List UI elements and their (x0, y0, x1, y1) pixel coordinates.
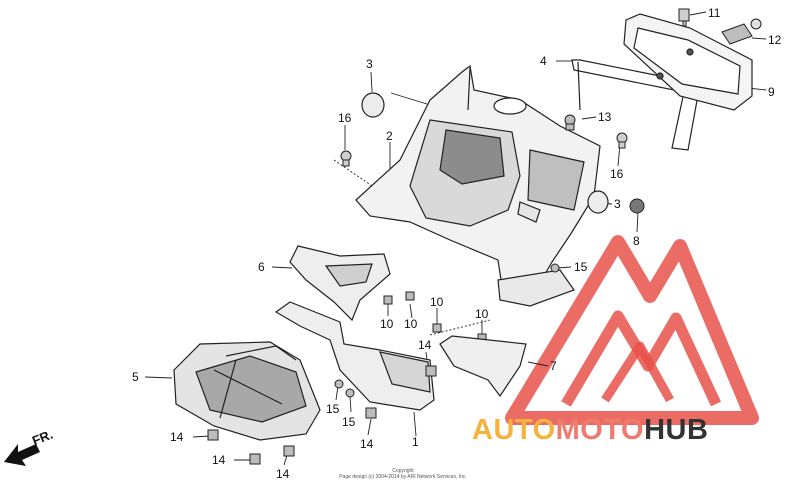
callout-15-c: 15 (342, 415, 356, 429)
watermark-word-moto: MOTO (555, 414, 645, 446)
callout-1: 1 (412, 435, 419, 449)
callout-14-a: 14 (170, 430, 184, 444)
callout-14-b: 14 (212, 453, 226, 467)
callout-15-a: 15 (574, 260, 588, 274)
lock-part12-icon (721, 18, 762, 45)
screw-part16-right-icon (616, 132, 628, 149)
callout-3-right: 3 (614, 197, 621, 211)
screw-part14-icon (207, 365, 437, 465)
screw-part15-icon (334, 263, 560, 398)
seal-strip-part4 (571, 59, 701, 151)
bracket-cover-part6 (289, 245, 391, 322)
watermark-word-hub: HUB (644, 414, 709, 446)
callout-9: 9 (768, 85, 775, 99)
watermark-logo-icon (505, 235, 759, 425)
watermark-brand: AUTOMOTOHUB (472, 414, 708, 447)
copyright-line2: Page design (c) 2004-2014 by ARI Network… (339, 474, 467, 480)
callout-14-c: 14 (276, 467, 290, 481)
screw-part16-left-icon (340, 150, 352, 167)
callout-2: 2 (386, 129, 393, 143)
clip-part10-icon (383, 291, 487, 343)
callout-16-a: 16 (338, 111, 352, 125)
plug-part3-left-icon (361, 92, 385, 118)
clip-part11-icon (678, 8, 690, 27)
lower-cover-part1 (274, 301, 435, 411)
front-direction-arrow-icon (4, 444, 40, 466)
watermark-word-auto: AUTO (472, 414, 556, 446)
side-cover-part7 (439, 335, 527, 398)
plug-part3-right-icon (587, 190, 609, 214)
copyright-line1: Copyright (392, 468, 414, 474)
undertray-part5 (173, 341, 321, 441)
copyright-notice: Copyright Page design (c) 2004-2014 by A… (318, 468, 488, 480)
callout-10-b: 10 (404, 317, 418, 331)
callout-14-e: 14 (418, 338, 432, 352)
callout-10-a: 10 (380, 317, 394, 331)
callout-16-b: 16 (610, 167, 624, 181)
callout-5: 5 (132, 370, 139, 384)
callout-4: 4 (540, 54, 547, 68)
callout-10-c: 10 (430, 295, 444, 309)
callout-10-d: 10 (475, 307, 489, 321)
callout-11: 11 (708, 6, 721, 20)
inner-cover-part2 (355, 64, 601, 307)
callout-13: 13 (598, 110, 612, 124)
callout-14-d: 14 (360, 437, 374, 451)
callout-6: 6 (258, 260, 265, 274)
callout-7: 7 (550, 359, 557, 373)
grommet-part8-icon (629, 198, 645, 214)
callout-8: 8 (633, 234, 640, 248)
screw-part13-icon (564, 114, 576, 131)
callout-15-b: 15 (326, 402, 340, 416)
glove-box-lid-part9 (623, 13, 753, 111)
callout-3-top: 3 (366, 57, 373, 71)
callout-12: 12 (768, 33, 782, 47)
